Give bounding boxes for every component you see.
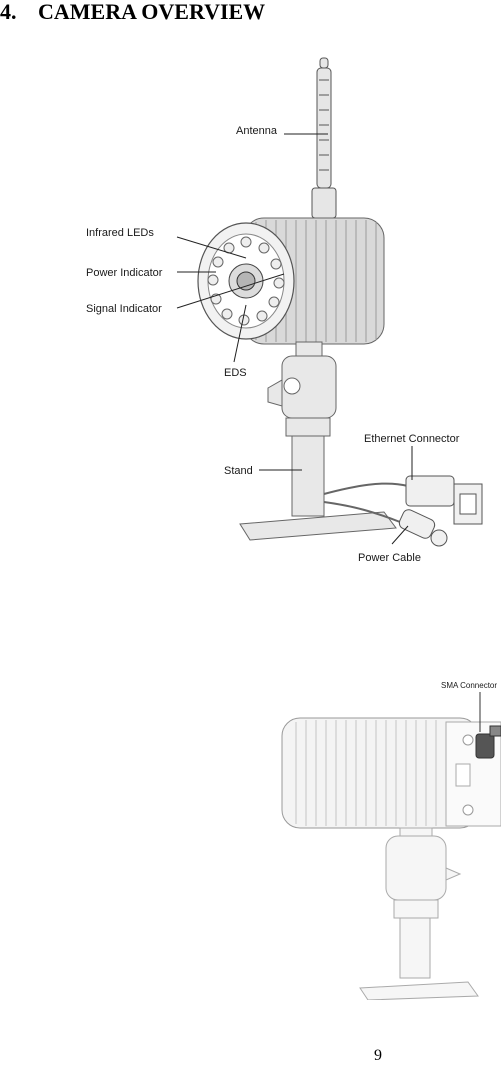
camera-body-illustration	[197, 217, 385, 345]
camera-front-figure: Antenna Infrared LEDs Power Indicator Si…	[74, 50, 484, 572]
label-power-cable: Power Cable	[358, 552, 421, 564]
power-cable-illustration	[398, 509, 448, 547]
page-number: 9	[374, 1047, 382, 1064]
stand-back-illustration	[359, 827, 479, 1000]
camera-front-illustration: Antenna Infrared LEDs Power Indicator Si…	[86, 57, 483, 564]
callout-lines	[176, 133, 413, 545]
label-eds: EDS	[224, 367, 247, 379]
camera-back-figure: SMA Connector	[268, 670, 501, 1000]
cables-illustration	[323, 482, 409, 523]
sma-connector-illustration	[475, 725, 501, 759]
camera-body-back-illustration	[281, 717, 501, 829]
camera-back-illustration: SMA Connector	[281, 681, 501, 1000]
label-power-indicator: Power Indicator	[86, 267, 163, 279]
label-stand: Stand	[224, 465, 253, 477]
ethernet-connector-illustration	[405, 475, 483, 525]
label-signal-indicator: Signal Indicator	[86, 303, 162, 315]
label-ethernet-connector: Ethernet Connector	[364, 433, 460, 445]
stand-illustration	[239, 341, 397, 541]
label-antenna: Antenna	[236, 125, 278, 137]
section-title: CAMERA OVERVIEW	[38, 0, 266, 24]
section-number: 4.	[0, 0, 17, 24]
label-infrared-leds: Infrared LEDs	[86, 227, 154, 239]
section-heading: 4. CAMERA OVERVIEW	[0, 0, 501, 26]
label-sma-connector: SMA Connector	[441, 681, 497, 690]
antenna-illustration	[311, 57, 337, 219]
